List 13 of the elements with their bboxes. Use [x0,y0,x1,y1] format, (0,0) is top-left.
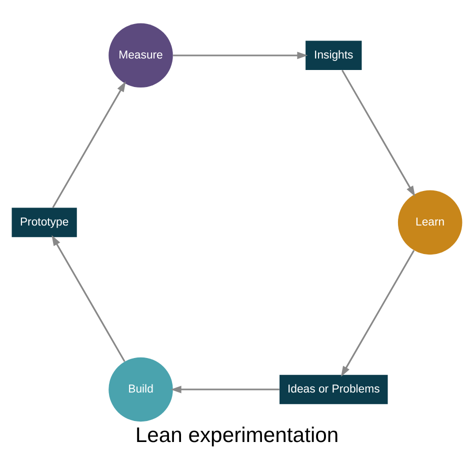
node-circle: Measure [108,22,173,88]
node-box: Prototype [12,207,77,237]
arrow [52,234,126,362]
diagram-title: Lean experimentation [135,423,339,446]
arrow [170,385,280,393]
node-circle: Learn [398,190,462,254]
arrow [173,51,308,59]
arrow [52,80,126,208]
node-box: Insights [306,40,362,70]
arrow [342,69,416,196]
arrow [340,250,415,376]
node-circle: Build [108,356,173,422]
node-box: Ideas or Problems [280,374,388,404]
